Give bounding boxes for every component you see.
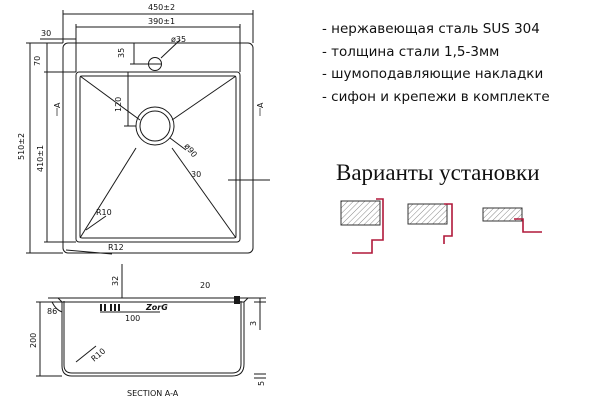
section-label: SECTION A-A bbox=[127, 389, 179, 398]
drain-hole bbox=[135, 106, 175, 146]
feature-item: - шумоподавляющие накладки bbox=[322, 66, 544, 82]
dim-section-bottom: 5 bbox=[257, 381, 266, 386]
sink-outer-outline bbox=[62, 42, 254, 254]
dim-section-depth: 200 bbox=[29, 333, 38, 348]
bowl-outline bbox=[75, 71, 241, 243]
install-variant-3 bbox=[482, 207, 542, 233]
dim-section-rim: 20 bbox=[200, 281, 210, 290]
dim-overall-width: 450±2 bbox=[148, 3, 175, 12]
dim-bowl-width: 390±1 bbox=[148, 17, 175, 26]
dim-right-margin: 30 bbox=[191, 170, 201, 179]
fold-line bbox=[171, 147, 237, 239]
section-profile-outer bbox=[48, 297, 260, 377]
dim-outer-radius: R12 bbox=[108, 243, 124, 252]
section-profile-inner bbox=[63, 301, 242, 374]
dim-top-margin: 70 bbox=[33, 56, 42, 66]
fold-line bbox=[79, 75, 141, 121]
feature-list: - нержавеющая сталь SUS 304 - толщина ст… bbox=[322, 18, 550, 108]
feature-item: - нержавеющая сталь SUS 304 bbox=[322, 21, 540, 37]
install-title: Варианты установки bbox=[336, 160, 540, 185]
dim-left-margin: 30 bbox=[41, 29, 51, 38]
dim-bowl-depth: 410±1 bbox=[36, 145, 45, 172]
install-variant-2 bbox=[407, 203, 453, 244]
dim-section-drain: 100 bbox=[125, 314, 140, 323]
section-marker-right: A bbox=[256, 102, 265, 108]
brand-mark: ZorG bbox=[145, 303, 168, 312]
dim-section-thickness: 3 bbox=[249, 321, 258, 326]
section-marker-left: A bbox=[53, 102, 62, 108]
dim-inner-radius: R10 bbox=[96, 208, 112, 217]
dim-overall-depth: 510±2 bbox=[17, 133, 26, 160]
dim-section-angle: 86 bbox=[47, 307, 57, 316]
fold-line bbox=[79, 147, 137, 239]
feature-item: - толщина стали 1,5-3мм bbox=[322, 43, 500, 60]
fold-line bbox=[171, 75, 237, 121]
drain-hole-inner bbox=[139, 110, 171, 142]
dim-tap-hole-offset: 35 bbox=[117, 48, 126, 58]
dim-section-top: 32 bbox=[111, 276, 120, 286]
dim-tap-hole-diameter: ø35 bbox=[171, 35, 186, 44]
dim-drain-offset: 120 bbox=[114, 97, 123, 112]
install-variant-1 bbox=[340, 198, 384, 254]
bowl-bottom-outline bbox=[79, 75, 237, 239]
feature-item: - сифон и крепежи в комплекте bbox=[322, 88, 550, 105]
dim-drain-diameter: ø90 bbox=[182, 142, 198, 159]
